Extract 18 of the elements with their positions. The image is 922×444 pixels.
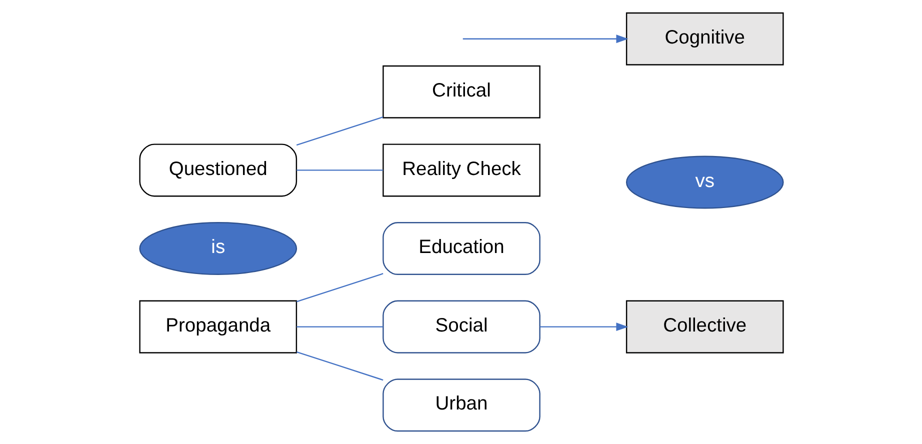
node-box: Critical <box>382 65 540 118</box>
node-ellipse: vs <box>625 156 784 209</box>
connector <box>296 351 383 381</box>
arrow <box>462 34 628 44</box>
node-ellipse: is <box>138 222 297 276</box>
connector <box>296 116 383 146</box>
node-box: Propaganda <box>138 300 297 354</box>
connector <box>296 170 383 171</box>
connector <box>296 326 383 328</box>
node-box: Urban <box>382 378 540 432</box>
node-box: Questioned <box>138 144 297 197</box>
node-box: Education <box>382 222 540 276</box>
node-box: Reality Check <box>382 144 540 197</box>
node-box: Social <box>382 300 540 354</box>
node-box: Cognitive <box>625 12 784 66</box>
connector <box>296 273 383 302</box>
arrow <box>539 322 628 332</box>
node-box: Collective <box>625 300 784 354</box>
